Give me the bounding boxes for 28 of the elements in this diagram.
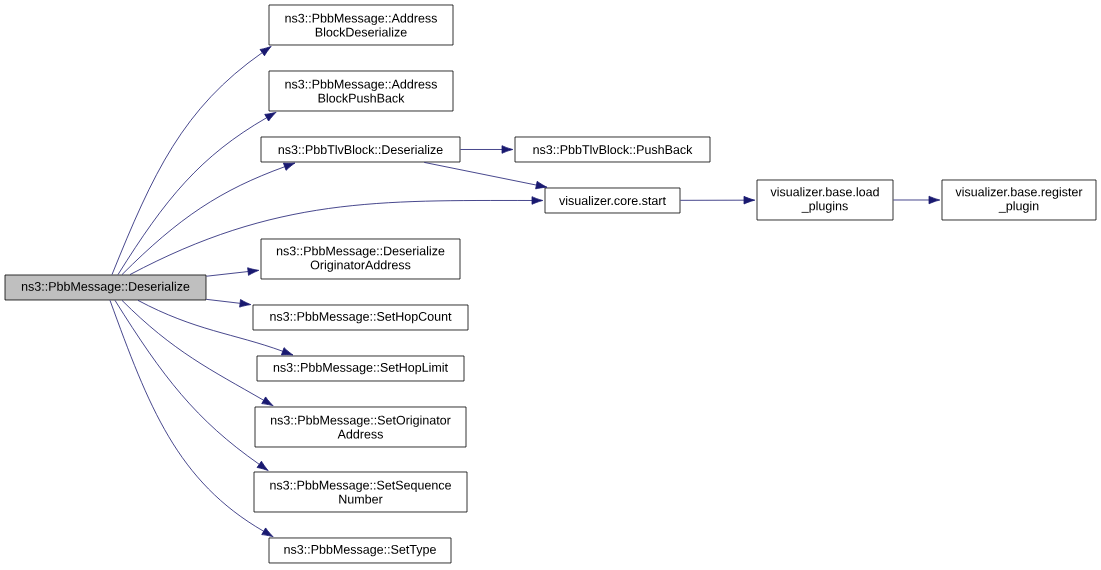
arrow xyxy=(109,300,274,538)
function-box: ns3::PbbMessage::Deserialize OriginatorAddress xyxy=(260,238,461,280)
arrow xyxy=(206,298,252,308)
function-box: visualizer.core.start xyxy=(544,187,681,214)
function-box: visualizer.base.register _plugin xyxy=(941,179,1097,221)
function-box: ns3::PbbTlvBlock::PushBack xyxy=(514,136,711,163)
function-box: ns3::PbbMessage::SetSequence Number xyxy=(253,471,468,513)
arrow xyxy=(111,46,272,275)
function-box: ns3::PbbTlvBlock::Deserialize xyxy=(260,136,461,163)
arrow xyxy=(460,145,514,154)
function-box: ns3::PbbMessage::SetHopCount xyxy=(252,304,469,331)
arrow xyxy=(114,300,269,471)
function-box: ns3::PbbMessage::Deserialize xyxy=(4,274,207,301)
function-box: ns3::PbbMessage::SetHopLimit xyxy=(256,355,465,382)
arrow xyxy=(129,196,544,275)
arrow xyxy=(423,162,548,190)
arrow xyxy=(117,111,277,275)
function-box: ns3::PbbMessage::SetType xyxy=(268,537,452,564)
function-box: visualizer.base.load _plugins xyxy=(756,179,894,221)
arrow xyxy=(893,195,941,205)
function-box: ns3::PbbMessage::SetOriginator Address xyxy=(254,406,467,448)
arrow xyxy=(121,300,274,407)
arrow xyxy=(137,300,294,356)
arrow xyxy=(121,162,296,275)
arrow xyxy=(680,195,756,205)
function-box: ns3::PbbMessage::Address BlockDeserialize xyxy=(268,4,454,46)
arrow xyxy=(206,267,260,277)
function-box: ns3::PbbMessage::Address BlockPushBack xyxy=(268,70,454,112)
